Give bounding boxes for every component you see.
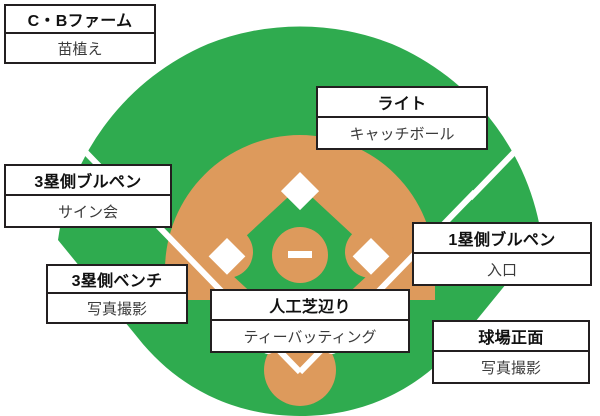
- callout-subtitle: 写真撮影: [480, 359, 541, 377]
- callout-subtitle: サイン会: [57, 203, 118, 221]
- second-base: [280, 171, 320, 211]
- callout-subtitle: キャッチボール: [349, 125, 455, 143]
- callout-subtitle: ティーバッティング: [243, 328, 377, 346]
- callout-title: 3塁側ベンチ: [48, 266, 186, 294]
- callout-stadium-front[interactable]: 球場正面 写真撮影: [432, 320, 590, 384]
- callout-third-base-bullpen[interactable]: 3塁側ブルペン サイン会: [4, 164, 172, 228]
- callout-first-base-bullpen[interactable]: 1塁側ブルペン 入口: [412, 222, 592, 286]
- pitchers-rubber: [288, 251, 312, 258]
- third-base: [208, 237, 246, 275]
- callout-artificial-turf[interactable]: 人工芝辺り ティーバッティング: [210, 289, 410, 353]
- first-base: [352, 237, 390, 275]
- callout-subtitle: 苗植え: [57, 40, 103, 58]
- callout-subtitle: 入口: [486, 261, 517, 279]
- right-foul-line-extension: [467, 133, 533, 201]
- callout-third-base-bench[interactable]: 3塁側ベンチ 写真撮影: [46, 264, 188, 324]
- callout-title: C・Bファーム: [6, 6, 154, 34]
- callout-title: ライト: [318, 88, 486, 118]
- callout-title: 球場正面: [434, 322, 588, 352]
- callout-subtitle: 写真撮影: [86, 300, 147, 318]
- callout-title: 1塁側ブルペン: [414, 224, 590, 254]
- callout-right-field[interactable]: ライト キャッチボール: [316, 86, 488, 150]
- callout-cb-farm[interactable]: C・Bファーム 苗植え: [4, 4, 156, 64]
- callout-title: 人工芝辺り: [212, 291, 408, 321]
- callout-title: 3塁側ブルペン: [6, 166, 170, 196]
